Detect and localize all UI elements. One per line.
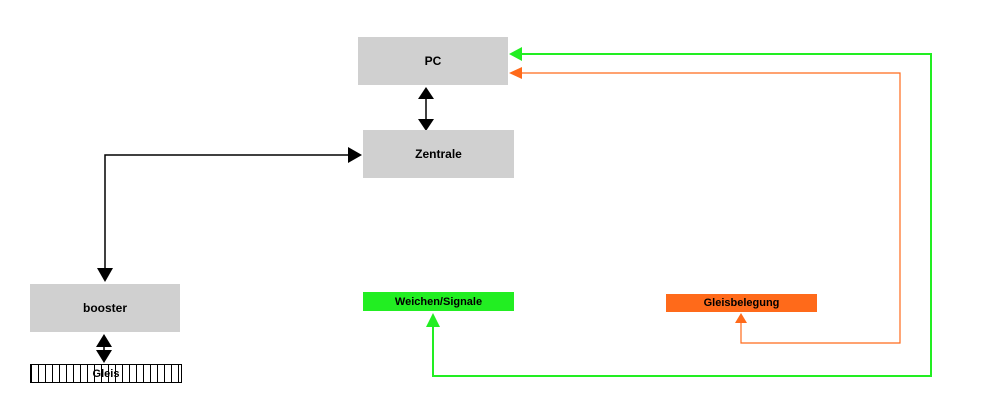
gleisbelegung-label: Gleisbelegung — [703, 297, 780, 309]
weichen-pc-connector — [426, 47, 932, 377]
gleisbelegung-node: Gleisbelegung — [666, 294, 817, 312]
zentrale-node: Zentrale — [363, 130, 514, 178]
weichen-signale-node: Weichen/Signale — [363, 292, 514, 311]
booster-label: booster — [82, 301, 127, 315]
pc-zentrale-connector — [418, 87, 434, 131]
pc-label: PC — [424, 54, 442, 68]
gleis-label: Gleis — [92, 367, 120, 380]
booster-zentrale-connector — [97, 147, 362, 282]
weichen-signale-label: Weichen/Signale — [394, 295, 483, 308]
pc-node: PC — [358, 37, 508, 85]
zentrale-label: Zentrale — [415, 147, 462, 161]
gleis-track: Gleis — [30, 364, 182, 383]
gleisbelegung-pc-connector — [509, 67, 901, 344]
booster-gleis-connector — [96, 334, 112, 363]
booster-node: booster — [30, 284, 180, 332]
